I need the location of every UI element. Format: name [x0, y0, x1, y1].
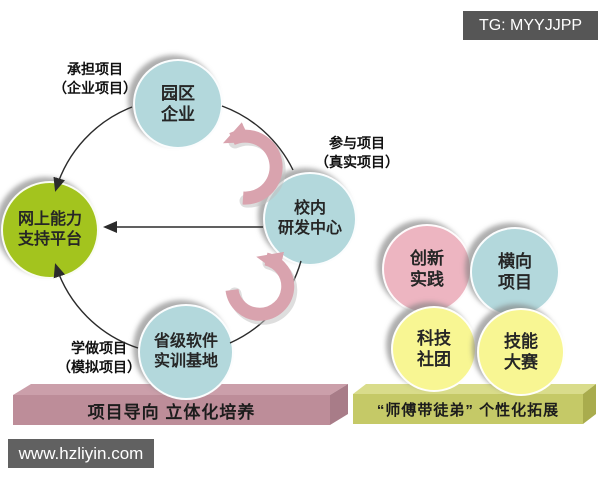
node-provincial-training-base: 省级软件 实训基地: [138, 304, 234, 400]
node-skills-contest: 技能 大赛: [477, 308, 565, 396]
node-horizontal-projects: 横向 项目: [470, 227, 560, 317]
node-park-enterprises: 园区 企业: [133, 59, 223, 149]
node-science-tech-club: 科技 社团: [391, 306, 477, 392]
node-innovation-practice: 创新 实践: [382, 224, 472, 314]
annotation-participate-projects: 参与项目 （真实项目）: [315, 135, 399, 170]
annotation-undertake-projects: 承担项目 （企业项目）: [53, 61, 137, 96]
node-campus-rd-center: 校内 研发中心: [263, 172, 357, 266]
tg-badge: TG: MYYJJPP: [463, 11, 598, 40]
left-base-bar: [13, 384, 348, 425]
node-online-support-platform: 网上能力 支持平台: [1, 181, 99, 279]
annotation-practice-projects: 学做项目 （模拟项目）: [57, 340, 141, 375]
watermark-url: www.hzliyin.com: [8, 439, 154, 468]
right-bar-label: “师傅带徒弟” 个性化拓展: [376, 401, 560, 419]
left-bar-label: 项目导向 立体化培养: [87, 402, 256, 422]
